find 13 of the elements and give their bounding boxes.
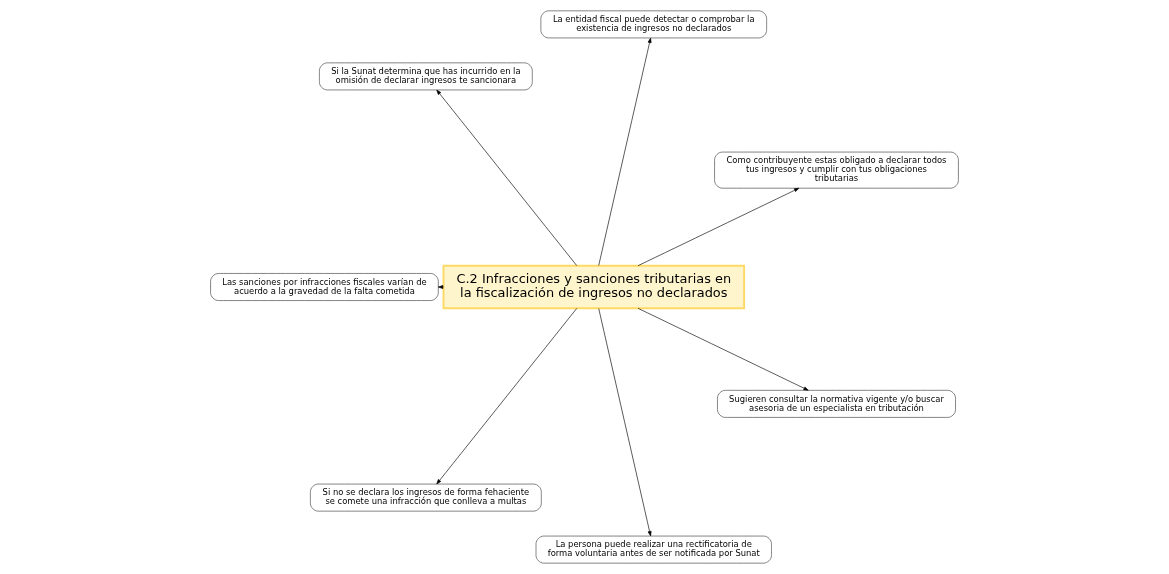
node-box: Las sanciones por infracciones fiscales varían de acuerdo a la gravedad de la falta cometida xyxy=(210,273,439,301)
arrow xyxy=(637,307,809,391)
node-box: Como contribuyente estas obligado a declarar todos tus ingresos y cumplir con tus obligaciones tributarias xyxy=(714,151,959,189)
arrow xyxy=(637,187,800,267)
node-box: Sugieren consultar la normativa vigente y/o buscar asesoria de un especialista en tributación xyxy=(717,390,956,418)
node-box: Si la Sunat determina que has incurrido en la omisión de declarar ingresos te sancionara xyxy=(319,62,533,91)
arrow xyxy=(436,308,578,485)
arrow xyxy=(436,89,578,266)
node-box: La entidad fiscal puede detectar o comprobar la existencia de ingresos no declarados xyxy=(540,10,767,39)
node-box: Si no se declara los ingresos de forma fehaciente se comete una infracción que conlleva a multas xyxy=(310,483,542,512)
arrow xyxy=(598,308,652,537)
arrow xyxy=(598,37,652,266)
node-box: La persona puede realizar una rectificatoria de forma voluntaria antes de ser notificada por Sunat xyxy=(535,535,772,564)
